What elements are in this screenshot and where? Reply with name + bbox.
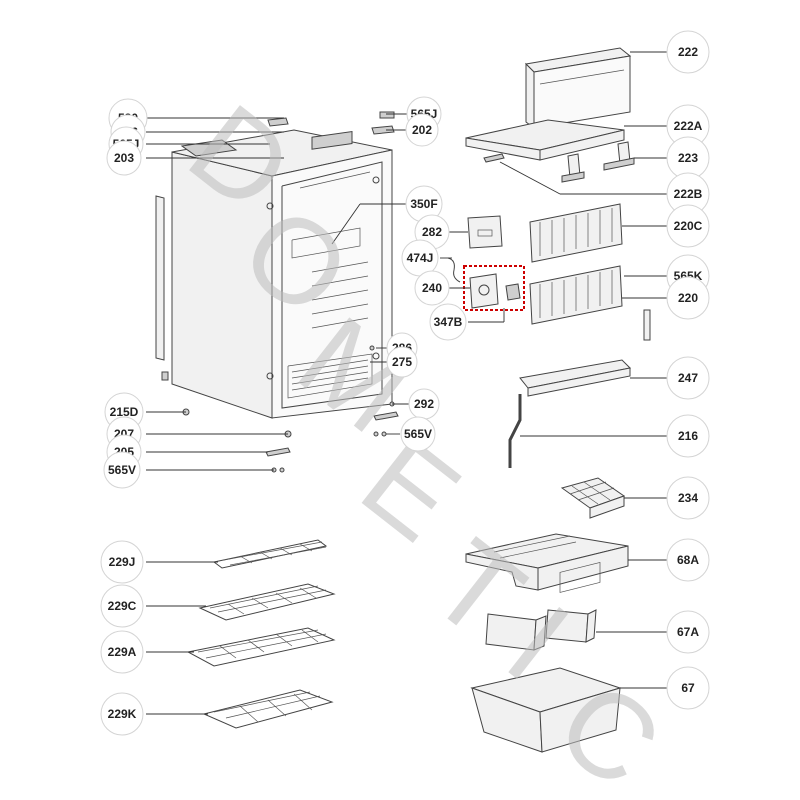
callout-292-label: 292 [414,397,434,411]
callout-565V-left: 565V [103,451,141,489]
callout-222B-label: 222B [674,187,703,201]
cabinet-body [155,117,395,419]
callout-223-label: 223 [678,151,698,165]
part-229J-wire-shelf [212,539,328,569]
callout-565V-right: 565V [400,416,436,452]
part-474J-hook [447,257,461,283]
callout-216: 216 [666,414,710,458]
callout-347B: 347B [429,303,467,341]
part-247-bracket [519,359,632,397]
callout-229K: 229K [100,692,144,736]
callout-229A: 229A [100,630,144,674]
callout-202-label: 202 [412,123,432,137]
callout-247-label: 247 [678,371,698,385]
callout-240: 240 [414,270,450,306]
leader-lines [146,51,672,715]
part-222B [483,153,505,163]
callout-347B-label: 347B [434,315,463,329]
part-229A-wire-shelf [186,627,336,667]
callout-234-label: 234 [678,491,698,505]
part-67A-flaps [485,609,597,651]
callout-220-label: 220 [678,291,698,305]
callout-222A-label: 222A [674,119,703,133]
part-220-door-shelf [529,265,623,325]
callout-222-label: 222 [678,45,698,59]
callout-565V-right-label: 565V [404,427,432,441]
callout-229J: 229J [100,540,144,584]
callout-229J-label: 229J [109,555,136,569]
callout-229K-label: 229K [108,707,137,721]
callout-203: 203 [106,140,142,176]
part-68A-compartment [465,533,629,591]
callout-216-label: 216 [678,429,698,443]
callout-222: 222 [666,30,710,74]
callout-67-label: 67 [681,681,695,695]
callout-67A-label: 67A [677,625,699,639]
callout-215D-label: 215D [110,405,139,419]
callout-229A-label: 229A [108,645,137,659]
callout-68A-label: 68A [677,553,699,567]
callout-474J-label: 474J [407,251,434,265]
callout-474J: 474J [401,239,439,277]
part-223-hinges [561,141,635,183]
callout-67: 67 [666,666,710,710]
callout-275: 275 [386,346,418,378]
small-fittings [182,111,399,473]
callout-220C-label: 220C [674,219,703,233]
part-229K-wire-shelf [202,689,334,729]
callout-240-label: 240 [422,281,442,295]
part-240-thermostat [463,265,525,311]
callout-223: 223 [666,136,710,180]
part-282-plate [467,215,503,249]
callout-350F-label: 350F [410,197,437,211]
callout-565V-left-label: 565V [108,463,136,477]
callout-247: 247 [666,356,710,400]
part-216-tube [508,394,522,468]
part-234-ice-tray [560,477,626,519]
part-67-crisper-bin [470,561,622,753]
part-222A-tray [465,119,625,161]
part-220C-door-shelf [529,203,623,263]
callout-68A: 68A [666,538,710,582]
part-229C-wire-shelf [198,583,336,621]
callout-282-label: 282 [422,225,442,239]
callout-67A: 67A [666,610,710,654]
callout-229C: 229C [100,584,144,628]
callout-222A: 222A [666,104,710,148]
callout-202: 202 [405,113,439,147]
callout-234: 234 [666,476,710,520]
callout-220C: 220C [666,204,710,248]
callout-203-label: 203 [114,151,134,165]
callout-220: 220 [666,276,710,320]
part-565K-pin [643,309,651,341]
part-222-door-panel [524,47,632,129]
callout-275-label: 275 [392,355,412,369]
callout-292: 292 [408,388,440,420]
callout-229C-label: 229C [108,599,137,613]
